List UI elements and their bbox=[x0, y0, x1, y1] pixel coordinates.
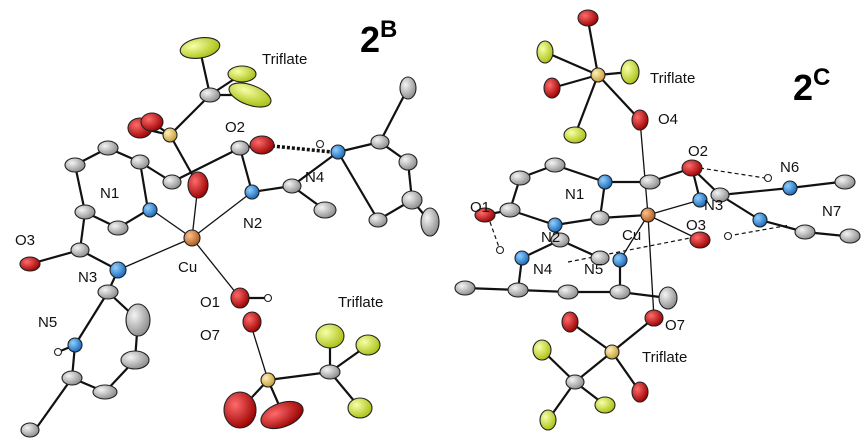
label-o1-2c: O1 bbox=[470, 199, 490, 216]
label-n3-2c: N3 bbox=[704, 197, 723, 214]
label-cu-2c: Cu bbox=[622, 227, 641, 244]
label-o7-2c: O7 bbox=[665, 317, 685, 334]
label-triflate-bottom-2c: Triflate bbox=[642, 349, 687, 366]
label-n7-2c: N7 bbox=[822, 203, 841, 220]
label-triflate-bottom-2b: Triflate bbox=[338, 294, 383, 311]
label-n4-2b: N4 bbox=[305, 169, 324, 186]
label-cu-2b: Cu bbox=[178, 259, 197, 276]
panel-2b-bonds bbox=[29, 49, 431, 431]
label-o3-2b: O3 bbox=[15, 232, 35, 249]
panel-2b-structure: 2B Triflate O2 N1 N4 N2 O3 N3 Cu O1 O7 T… bbox=[15, 16, 440, 438]
label-triflate-top-2b: Triflate bbox=[262, 51, 307, 68]
panel-2c-hbonds bbox=[489, 167, 791, 263]
label-n5-2b: N5 bbox=[38, 314, 57, 331]
panel-2c-labels: 2C Triflate O4 O2 N6 N1 N3 O1 N7 O3 N2 C… bbox=[470, 64, 841, 366]
label-triflate-top-2c: Triflate bbox=[650, 70, 695, 87]
label-o2-2c: O2 bbox=[688, 143, 708, 160]
label-n2-2b: N2 bbox=[243, 215, 262, 232]
label-n1-2c: N1 bbox=[565, 186, 584, 203]
panel-2c-structure: 2C Triflate O4 O2 N6 N1 N3 O1 N7 O3 N2 C… bbox=[454, 9, 861, 431]
label-n1-2b: N1 bbox=[100, 185, 119, 202]
label-n6-2c: N6 bbox=[780, 159, 799, 176]
label-n4-2c: N4 bbox=[533, 261, 552, 278]
label-o1-2b: O1 bbox=[200, 294, 220, 311]
panel-2b-title: 2B bbox=[360, 16, 397, 60]
label-o3-2c: O3 bbox=[686, 217, 706, 234]
panel-2c-atoms bbox=[454, 9, 861, 431]
label-n5-2c: N5 bbox=[584, 261, 603, 278]
label-o7-2b: O7 bbox=[200, 327, 220, 344]
panel-2b-atoms bbox=[19, 37, 440, 438]
label-n2-2c: N2 bbox=[541, 229, 560, 246]
panel-2c-title: 2C bbox=[793, 64, 830, 108]
label-o2-2b: O2 bbox=[225, 119, 245, 136]
panel-2b-labels: 2B Triflate O2 N1 N4 N2 O3 N3 Cu O1 O7 T… bbox=[15, 16, 397, 344]
label-o4-2c: O4 bbox=[658, 111, 678, 128]
label-n3-2b: N3 bbox=[78, 269, 97, 286]
